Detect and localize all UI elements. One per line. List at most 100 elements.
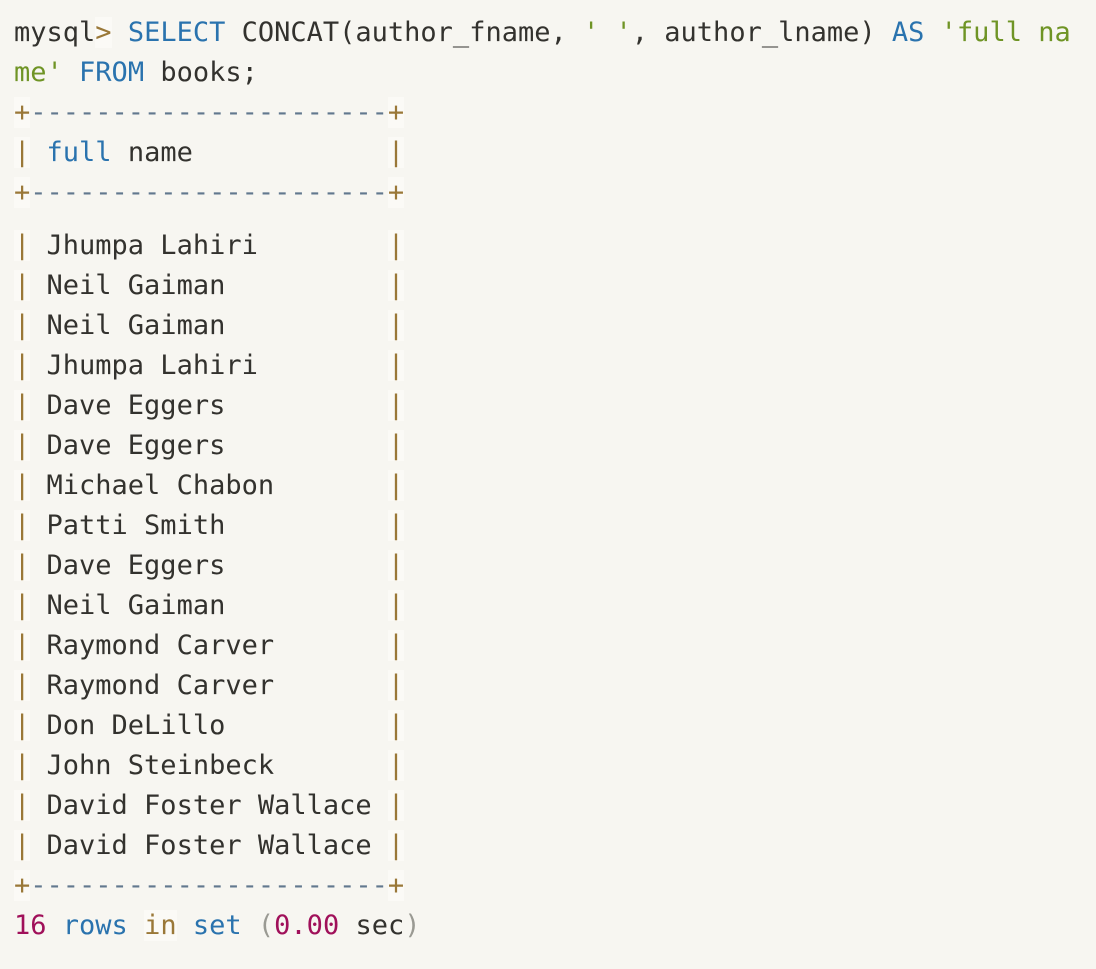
pipe-icon: | (14, 750, 31, 781)
pipe-icon: | (14, 510, 31, 541)
pipe-icon: | (14, 310, 31, 341)
table-cell-full-name: Don DeLillo (30, 710, 388, 741)
table-cell-full-name: Raymond Carver (30, 670, 388, 701)
pipe-icon: | (14, 630, 31, 661)
duration-unit: sec (355, 910, 405, 941)
table-row: | Neil Gaiman | (0, 306, 1096, 346)
table-row: | John Steinbeck | (0, 746, 1096, 786)
pipe-icon: | (14, 830, 31, 861)
pipe-icon: | (387, 310, 405, 341)
rows-label: rows (62, 910, 128, 941)
pipe-icon: | (387, 470, 405, 501)
pipe-icon: | (14, 710, 31, 741)
query-line-1: mysql> SELECT CONCAT(author_fname, ' ', … (0, 13, 1096, 53)
table-row: | Raymond Carver | (0, 666, 1096, 706)
table-row: | Michael Chabon | (0, 466, 1096, 506)
table-row: | Raymond Carver | (0, 626, 1096, 666)
rule-dashes: ---------------------- (30, 870, 388, 901)
keyword-as: AS (891, 17, 925, 48)
table-row: | Dave Eggers | (0, 426, 1096, 466)
table-cell-full-name: Neil Gaiman (30, 590, 388, 621)
table-rule-top: +----------------------+ (14, 97, 405, 128)
pipe-icon: | (14, 790, 31, 821)
header-cell-keyword: full (46, 137, 112, 168)
table-row: | Neil Gaiman | (0, 586, 1096, 626)
table-cell-full-name: Neil Gaiman (30, 310, 388, 341)
string-literal-space: ' ' (583, 17, 632, 48)
table-row: | Dave Eggers | (0, 386, 1096, 426)
table-cell-full-name: Jhumpa Lahiri (30, 230, 388, 261)
pipe-icon: | (14, 470, 31, 501)
pipe-icon: | (14, 670, 31, 701)
alias-literal-start: 'full na (940, 17, 1071, 48)
table-cell-full-name: Dave Eggers (30, 430, 388, 461)
table-cell-full-name: Michael Chabon (30, 470, 388, 501)
table-row: | Neil Gaiman | (0, 266, 1096, 306)
table-row: | Jhumpa Lahiri | (0, 226, 1096, 266)
pipe-icon: | (387, 390, 405, 421)
table-header-row: | full name | (0, 133, 1096, 173)
set-label: set (192, 910, 242, 941)
prompt-text: mysql (14, 17, 96, 48)
pipe-icon: | (387, 430, 405, 461)
pipe-icon: | (387, 137, 405, 168)
header-cell-plain: name (111, 137, 193, 168)
table-row: | Don DeLillo | (0, 706, 1096, 746)
pipe-icon: | (14, 350, 31, 381)
query-line-2: me' FROM books; (0, 53, 1096, 93)
table-body: | Jhumpa Lahiri || Neil Gaiman || Neil G… (0, 226, 1096, 866)
pipe-icon: | (387, 630, 405, 661)
paren-close: ) (404, 910, 421, 941)
table-cell-full-name: John Steinbeck (30, 750, 388, 781)
concat-call: CONCAT(author_fname, (225, 17, 567, 48)
in-label: in (144, 910, 177, 941)
table-cell-full-name: Dave Eggers (30, 550, 388, 581)
table-row: | Patti Smith | (0, 506, 1096, 546)
pipe-icon: | (14, 270, 31, 301)
alias-literal-end: me' (14, 57, 63, 88)
table-cell-full-name: Dave Eggers (30, 390, 388, 421)
pipe-icon: | (14, 137, 31, 168)
table-row: | David Foster Wallace | (0, 826, 1096, 866)
paren-open: ( (257, 910, 275, 941)
pipe-icon: | (387, 270, 405, 301)
pipe-icon: | (14, 430, 31, 461)
table-cell-full-name: Raymond Carver (30, 630, 388, 661)
table-row: | Jhumpa Lahiri | (0, 346, 1096, 386)
pipe-icon: | (387, 590, 405, 621)
rule-dashes: ---------------------- (30, 97, 388, 128)
pipe-icon: | (387, 750, 405, 781)
pipe-icon: | (387, 790, 405, 821)
table-cell-full-name: Neil Gaiman (30, 270, 388, 301)
pipe-icon: | (14, 550, 31, 581)
table-rule-bottom: +----------------------+ (14, 870, 405, 901)
table-name: books; (160, 57, 258, 88)
keyword-select: SELECT (127, 17, 226, 48)
pipe-icon: | (14, 590, 31, 621)
pipe-icon: | (14, 390, 31, 421)
rule-dashes: ---------------------- (30, 177, 388, 208)
table-row: | David Foster Wallace | (0, 786, 1096, 826)
pipe-icon: | (387, 510, 405, 541)
pipe-icon: | (387, 830, 405, 861)
header-cell-pad (193, 137, 388, 168)
keyword-from: FROM (79, 57, 145, 88)
table-cell-full-name: Patti Smith (30, 510, 388, 541)
table-row: | Dave Eggers | (0, 546, 1096, 586)
pipe-icon: | (387, 670, 405, 701)
duration-value: 0.00 (274, 910, 340, 941)
pipe-icon: | (387, 710, 405, 741)
table-cell-full-name: David Foster Wallace (30, 790, 388, 821)
table-rule-header: +----------------------+ (14, 177, 405, 208)
row-count: 16 (14, 910, 47, 941)
concat-args-tail: , author_lname) (631, 17, 876, 48)
pipe-icon: | (14, 230, 31, 261)
terminal-output: mysql> SELECT CONCAT(author_fname, ' ', … (0, 13, 1096, 969)
pipe-icon: | (387, 350, 405, 381)
status-line: 16 rows in set (0.00 sec) (0, 906, 1096, 946)
pipe-icon: | (387, 230, 405, 261)
pipe-icon: | (387, 550, 405, 581)
table-cell-full-name: David Foster Wallace (30, 830, 388, 861)
prompt-symbol-icon: > (95, 17, 112, 48)
table-cell-full-name: Jhumpa Lahiri (30, 350, 388, 381)
